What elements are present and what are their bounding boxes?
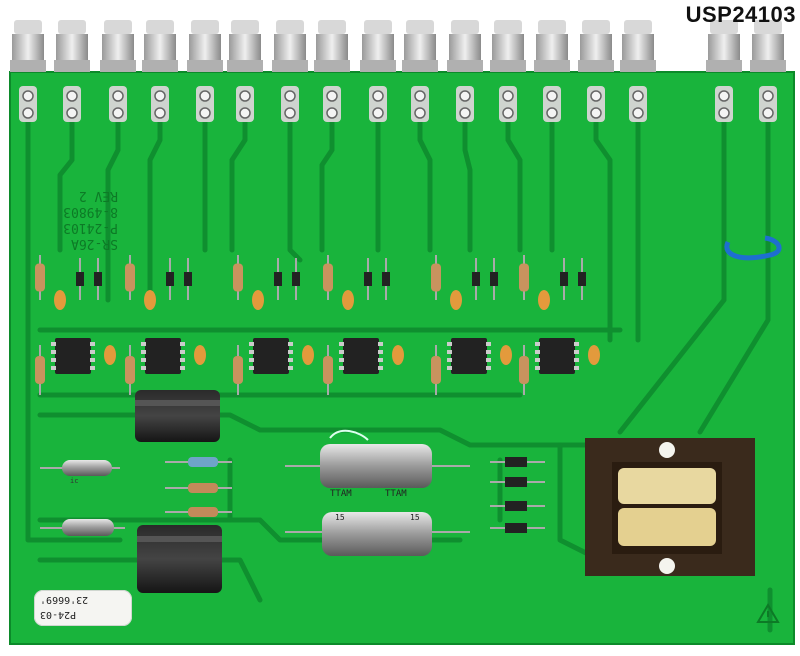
silk-line-2: P-24103 [63,220,118,235]
solder-pad-pair [759,86,777,122]
bnc-connector [187,20,223,72]
cap-upper-label-1: TTAM [330,489,352,499]
bnc-connector [447,20,483,72]
solder-pad-pair [543,86,561,122]
solder-pad-pair [587,86,605,122]
svg-text:ic: ic [70,477,78,485]
silkscreen-revision-block: SR-26A P-24103 8-49803 REV 2 [63,188,118,251]
silk-line-1: SR-26A [71,236,118,251]
bnc-connector [100,20,136,72]
solder-pad-pair [456,86,474,122]
bnc-connector [314,20,350,72]
voltage-regulator-upper [135,390,220,442]
bnc-connector [54,20,90,72]
solder-pad-pair [109,86,127,122]
solder-pad-pair [629,86,647,122]
power-transformer [585,438,755,576]
cap-upper-label-2: TTAM [385,489,407,499]
bnc-connector [360,20,396,72]
warning-triangle-icon [756,603,780,623]
solder-pad-pair [151,86,169,122]
electrolytic-capacitor-upper: TTAM TTAM [285,429,470,499]
small-capacitor-lower [40,519,125,536]
bnc-connector [620,20,656,72]
bnc-connector [534,20,570,72]
voltage-regulator-lower [137,525,222,593]
solder-pad-pair [411,86,429,122]
bnc-connector [490,20,526,72]
small-capacitor-upper: ic [40,460,120,485]
solder-pad-pair [19,86,37,122]
solder-pad-pair [63,86,81,122]
solder-pad-pair [323,86,341,122]
amplifier-channel [519,255,600,395]
tag-line-1: 23'6669' [40,594,89,605]
cap-lower-label-1: 15 [335,513,345,522]
bnc-connector [750,20,786,72]
bnc-connector [402,20,438,72]
silk-line-4: REV 2 [79,188,118,203]
serial-tag-sticker: 23'6669' P24-03 [34,590,132,626]
solder-pad-pair [236,86,254,122]
amplifier-channel [431,255,512,395]
diode-bridge [490,457,545,533]
solder-pad-pair [281,86,299,122]
tag-line-2: P24-03 [40,609,77,620]
bnc-connector [706,20,742,72]
solder-pad-pair [499,86,517,122]
amplifier-channel [323,255,404,395]
part-number-label: USP24103 [685,2,796,27]
amplifier-channels [35,255,600,395]
solder-pad-pair [196,86,214,122]
silk-line-3: 8-49803 [63,204,118,219]
solder-pad-pair [715,86,733,122]
bnc-connector [578,20,614,72]
bnc-connector [10,20,46,72]
amplifier-channel [35,255,116,395]
connector-pad-row [19,86,777,122]
solder-pad-pair [369,86,387,122]
resistor-bank-middle [165,457,232,517]
blue-jumper-wire [724,235,782,261]
bnc-connector [142,20,178,72]
electrolytic-capacitor-lower: 15 15 [285,512,470,556]
amplifier-channel [233,255,314,395]
cap-lower-label-2: 15 [410,513,420,522]
bnc-connector [272,20,308,72]
pcb-traces [25,117,773,633]
amplifier-channel [125,255,206,395]
bnc-connector [227,20,263,72]
top-connector-row [10,20,786,72]
